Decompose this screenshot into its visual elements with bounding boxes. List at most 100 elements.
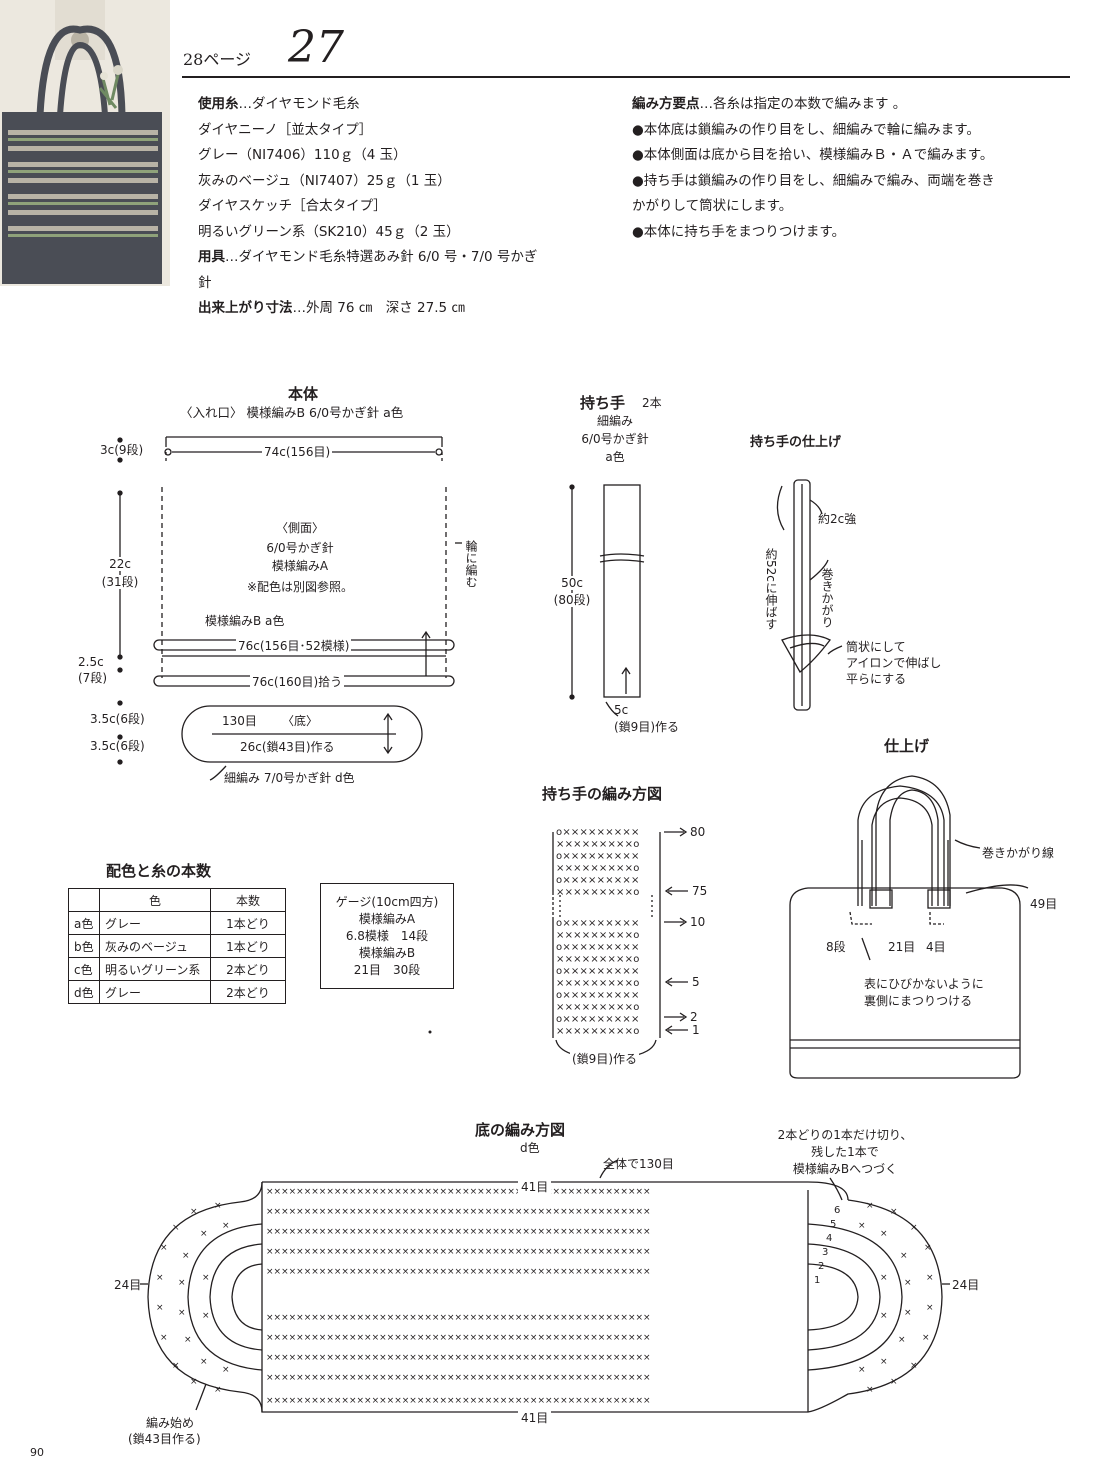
round-number: 6 bbox=[834, 1205, 841, 1216]
body-height-1: 3c(9段) bbox=[100, 443, 144, 457]
table-row: d色 グレー 2本どり bbox=[68, 980, 286, 1004]
instructions-intro: 編み方要点…各糸は指定の本数で編みます 。 bbox=[632, 92, 1072, 118]
handle-row-80: 80 bbox=[690, 825, 706, 839]
svg-text:×: × bbox=[910, 1361, 918, 1371]
svg-text:×: × bbox=[880, 1229, 888, 1239]
tool-line: 用具…ダイヤモンド毛糸特選あみ針 6/0 号・7/0 号かぎ bbox=[198, 245, 618, 271]
yarn1-color2: 灰みのベージュ（NI7407）25ｇ（1 玉） bbox=[198, 172, 451, 189]
color-table: 色 本数 a色 グレー 1本どり b色 灰みのベージュ 1本どり c色 明るいグ… bbox=[68, 888, 286, 1004]
svg-text:×: × bbox=[160, 1333, 168, 1343]
yarn1-color1: グレー（NI7406）110ｇ（4 玉） bbox=[198, 147, 407, 163]
svg-text:×××××××××o: ×××××××××o bbox=[556, 839, 640, 850]
svg-text:×: × bbox=[190, 1207, 198, 1217]
gauge-b: 模様編みB bbox=[358, 946, 416, 960]
svg-text:×: × bbox=[184, 1335, 192, 1345]
body-opening: 〈入れ口〉 模様編みB 6/0号かぎ針 a色 bbox=[180, 405, 404, 420]
base-stitches: 130目 bbox=[222, 714, 257, 728]
base-chart-note2: 残した1本で bbox=[811, 1145, 879, 1159]
handle-chart-chain: (鎖9目)作る bbox=[570, 1052, 639, 1066]
body-side-note: ※配色は別図参照。 bbox=[246, 580, 354, 594]
instruction-item: ●持ち手は鎖編みの作り目をし、細編みで編み、両端を巻き bbox=[632, 172, 995, 189]
body-pick-width: 76c(160目)拾う bbox=[250, 675, 345, 689]
instructions-intro-text: …各糸は指定の本数で編みます 。 bbox=[699, 96, 907, 112]
svg-text:×: × bbox=[910, 1223, 918, 1233]
handle-finish-stretch: 約52cに伸ばす bbox=[764, 548, 778, 630]
instruction-item: ●本体底は鎖編みの作り目をし、細編みで輪に編みます。 bbox=[632, 121, 980, 138]
body-top-width: 74c(156目) bbox=[262, 445, 333, 459]
svg-text:o×××××××××: o××××××××× bbox=[556, 851, 640, 862]
svg-text:××××××××××××××××××××××××××××××: ××××××××××××××××××××××××××××××××××××××××… bbox=[266, 1227, 651, 1237]
round-number: 5 bbox=[830, 1219, 837, 1230]
yarn-label: 使用糸 bbox=[198, 96, 239, 112]
finish-title: 仕上げ bbox=[884, 737, 930, 755]
table-row: b色 灰みのベージュ 1本どり bbox=[68, 934, 286, 958]
svg-text:×: × bbox=[200, 1357, 208, 1367]
svg-text:×: × bbox=[202, 1273, 210, 1283]
handle-finish-strong: 約2c強 bbox=[818, 512, 857, 526]
svg-text:o×××××××××: o××××××××× bbox=[556, 827, 640, 838]
base-chart-bottom-count: 41目 bbox=[518, 1411, 552, 1425]
table-cell: 2本どり bbox=[210, 957, 286, 981]
body-height-3-rows: (7段) bbox=[78, 671, 107, 685]
handle-row-75: 75 bbox=[692, 884, 708, 898]
handle-stitch: 細編み bbox=[596, 414, 633, 428]
base-chart-right-count: 24目 bbox=[952, 1278, 980, 1292]
svg-text:×: × bbox=[178, 1278, 186, 1288]
base-chart-color: d色 bbox=[520, 1141, 540, 1155]
instruction-item: ●本体側面は底から目を拾い、模様編みＢ・Ａで編みます。 bbox=[632, 147, 994, 163]
base-yarn: 細編み 7/0号かぎ針 d色 bbox=[224, 771, 355, 785]
yarn1-name: ダイヤニーノ［並太タイプ］ bbox=[198, 121, 373, 138]
svg-text:×××××××××o: ×××××××××o bbox=[556, 1026, 640, 1037]
handle-needle: 6/0号かぎ針 bbox=[581, 432, 649, 446]
svg-text:×: × bbox=[156, 1303, 164, 1313]
instruction-item: ●本体に持ち手をまつりつけます。 bbox=[632, 223, 846, 240]
handle-finish-note3: 平らにする bbox=[846, 672, 907, 686]
handle-title: 持ち手 bbox=[580, 394, 626, 412]
gauge-b-value: 21目 30段 bbox=[353, 963, 421, 977]
svg-text:×: × bbox=[926, 1303, 934, 1313]
handle-finish-title: 持ち手の仕上げ bbox=[750, 435, 842, 450]
tote-bag-illustration bbox=[0, 0, 170, 286]
svg-text:o×××××××××: o××××××××× bbox=[556, 966, 640, 977]
table-cell: 1本どり bbox=[210, 934, 286, 958]
svg-text:×××××××××o: ×××××××××o bbox=[556, 954, 640, 965]
body-title: 本体 bbox=[288, 385, 319, 403]
svg-text:o×××××××××: o××××××××× bbox=[556, 1014, 640, 1025]
body-side-needle: 6/0号かぎ針 bbox=[266, 541, 334, 555]
body-side-b: 模様編みB a色 bbox=[205, 614, 285, 628]
table-cell: a色 bbox=[68, 911, 100, 935]
materials-block: 使用糸…ダイヤモンド毛糸 ダイヤニーノ［並太タイプ］ グレー（NI7406）11… bbox=[198, 92, 618, 322]
base-chain: 26c(鎖43目)作る bbox=[238, 740, 337, 754]
table-cell: b色 bbox=[68, 934, 100, 958]
table-header: 本数 bbox=[210, 888, 286, 912]
gauge-box: ゲージ(10cm四方) 模様編みA 6.8模様 14段 模様編みB 21目 30… bbox=[320, 883, 454, 989]
instructions-block: 編み方要点…各糸は指定の本数で編みます 。 ●本体底は鎖編みの作り目をし、細編み… bbox=[632, 92, 1072, 245]
svg-text:×××××××××o: ×××××××××o bbox=[556, 930, 640, 941]
handle-count: 2本 bbox=[642, 396, 662, 410]
svg-text:×: × bbox=[866, 1385, 874, 1395]
svg-text:××××××××××××××××××××××××××××××: ××××××××××××××××××××××××××××××××××××××××… bbox=[266, 1267, 651, 1277]
yarn-brand: …ダイヤモンド毛糸 bbox=[238, 96, 360, 112]
svg-text:×: × bbox=[214, 1385, 222, 1395]
svg-text:×: × bbox=[200, 1229, 208, 1239]
svg-text:×: × bbox=[890, 1207, 898, 1217]
finish-note2: 裏側にまつりつける bbox=[864, 994, 973, 1008]
body-ring-note: 輪に編む bbox=[464, 540, 478, 588]
size-line: 出来上がり寸法…外周 76 ㎝ 深さ 27.5 ㎝ bbox=[198, 296, 618, 322]
svg-text:×: × bbox=[172, 1361, 180, 1371]
body-height-2-rows: (31段) bbox=[92, 575, 148, 589]
svg-text:××××××××××××××××××××××××××××××: ××××××××××××××××××××××××××××××××××××××××… bbox=[266, 1353, 651, 1363]
svg-text:×: × bbox=[890, 1377, 898, 1387]
svg-text:×: × bbox=[922, 1333, 930, 1343]
table-cell: d色 bbox=[68, 980, 100, 1004]
finish-21: 21目 bbox=[888, 940, 916, 954]
svg-text:××××××××××××××××××××××××××××××: ××××××××××××××××××××××××××××××××××××××××… bbox=[266, 1333, 651, 1343]
handle-finish-whip: 巻きかがり bbox=[820, 568, 834, 628]
table-cell: 1本どり bbox=[210, 911, 286, 935]
svg-text:××××××××××××××××××××××××××××××: ××××××××××××××××××××××××××××××××××××××××… bbox=[266, 1313, 651, 1323]
svg-text:×: × bbox=[904, 1308, 912, 1318]
svg-text:×: × bbox=[900, 1251, 908, 1261]
handle-length-rows: (80段) bbox=[548, 593, 596, 607]
finish-4: 4目 bbox=[926, 940, 946, 954]
table-cell: 灰みのベージュ bbox=[99, 934, 211, 958]
